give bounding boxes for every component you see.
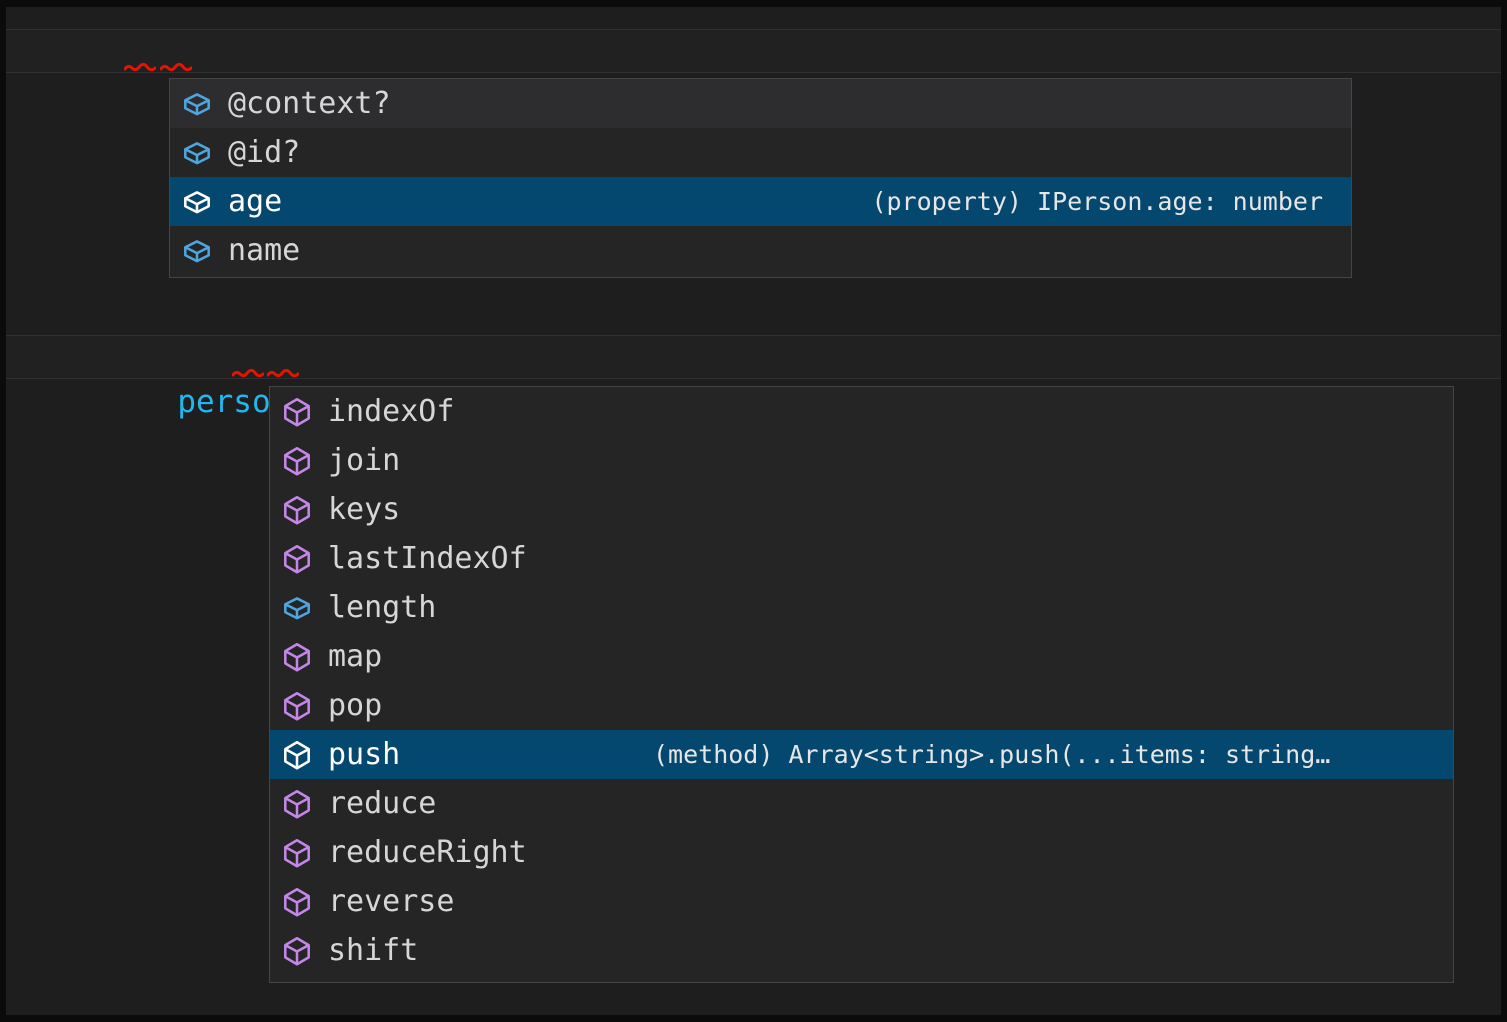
error-squiggle — [267, 369, 299, 378]
property-cube-icon — [180, 234, 214, 268]
method-cube-icon — [280, 493, 314, 527]
code-line-1[interactable]: person.; — [6, 29, 1501, 114]
suggestion-item-indexof[interactable]: indexOf — [270, 387, 1453, 436]
suggestion-label: push — [328, 737, 401, 772]
method-cube-icon — [280, 738, 314, 772]
suggestion-label: reverse — [328, 884, 455, 919]
suggestion-item-name[interactable]: name — [170, 226, 1351, 275]
suggestion-label: join — [328, 443, 401, 478]
code-line-2[interactable]: person.name.; — [6, 335, 1501, 420]
method-cube-icon — [280, 689, 314, 723]
suggestion-item-pop[interactable]: pop — [270, 681, 1453, 730]
suggestion-item-id[interactable]: @id? — [170, 128, 1351, 177]
suggestion-popup-person[interactable]: @context? @id? age (property) IPerson.ag… — [169, 78, 1352, 278]
suggestion-item-age[interactable]: age (property) IPerson.age: number — [170, 177, 1351, 226]
method-cube-icon — [280, 836, 314, 870]
suggestion-item-length[interactable]: length — [270, 583, 1453, 632]
suggestion-item-push[interactable]: push (method) Array<string>.push(...item… — [270, 730, 1453, 779]
suggestion-item-context[interactable]: @context? — [170, 79, 1351, 128]
suggestion-item-shift[interactable]: shift — [270, 926, 1453, 975]
method-cube-icon — [280, 542, 314, 576]
suggestion-label: name — [228, 233, 301, 268]
method-cube-icon — [280, 934, 314, 968]
suggestion-item-keys[interactable]: keys — [270, 485, 1453, 534]
suggestion-popup-name[interactable]: indexOf join keys — [269, 386, 1454, 983]
suggestion-label: length — [328, 590, 437, 625]
error-squiggle — [124, 63, 156, 72]
property-cube-icon — [180, 87, 214, 121]
suggestion-item-reduceright[interactable]: reduceRight — [270, 828, 1453, 877]
error-squiggle — [160, 63, 192, 72]
suggestion-item-join[interactable]: join — [270, 436, 1453, 485]
suggestion-item-reverse[interactable]: reverse — [270, 877, 1453, 926]
property-cube-icon — [180, 136, 214, 170]
method-cube-icon — [280, 640, 314, 674]
method-cube-icon — [280, 444, 314, 478]
error-squiggle — [232, 369, 264, 378]
suggestion-label: shift — [328, 933, 419, 968]
suggestion-label: keys — [328, 492, 401, 527]
method-cube-icon — [280, 395, 314, 429]
suggestion-detail: (property) IPerson.age: number — [871, 187, 1323, 216]
suggestion-label: reduceRight — [328, 835, 527, 870]
property-cube-icon — [280, 591, 314, 625]
suggestion-label: @id? — [228, 135, 301, 170]
property-cube-icon — [180, 185, 214, 219]
suggestion-label: age — [228, 184, 283, 219]
suggestion-detail: (method) Array<string>.push(...items: st… — [653, 740, 1331, 769]
code-editor[interactable]: person.; @context? @id? — [6, 7, 1501, 1015]
suggestion-label: pop — [328, 688, 383, 723]
suggestion-label: reduce — [328, 786, 437, 821]
suggestion-item-reduce[interactable]: reduce — [270, 779, 1453, 828]
method-cube-icon — [280, 885, 314, 919]
suggestion-label: lastIndexOf — [328, 541, 527, 576]
suggestion-label: @context? — [228, 86, 391, 121]
suggestion-label: indexOf — [328, 394, 455, 429]
suggestion-item-lastindexof[interactable]: lastIndexOf — [270, 534, 1453, 583]
method-cube-icon — [280, 787, 314, 821]
suggestion-item-map[interactable]: map — [270, 632, 1453, 681]
suggestion-label: map — [328, 639, 383, 674]
